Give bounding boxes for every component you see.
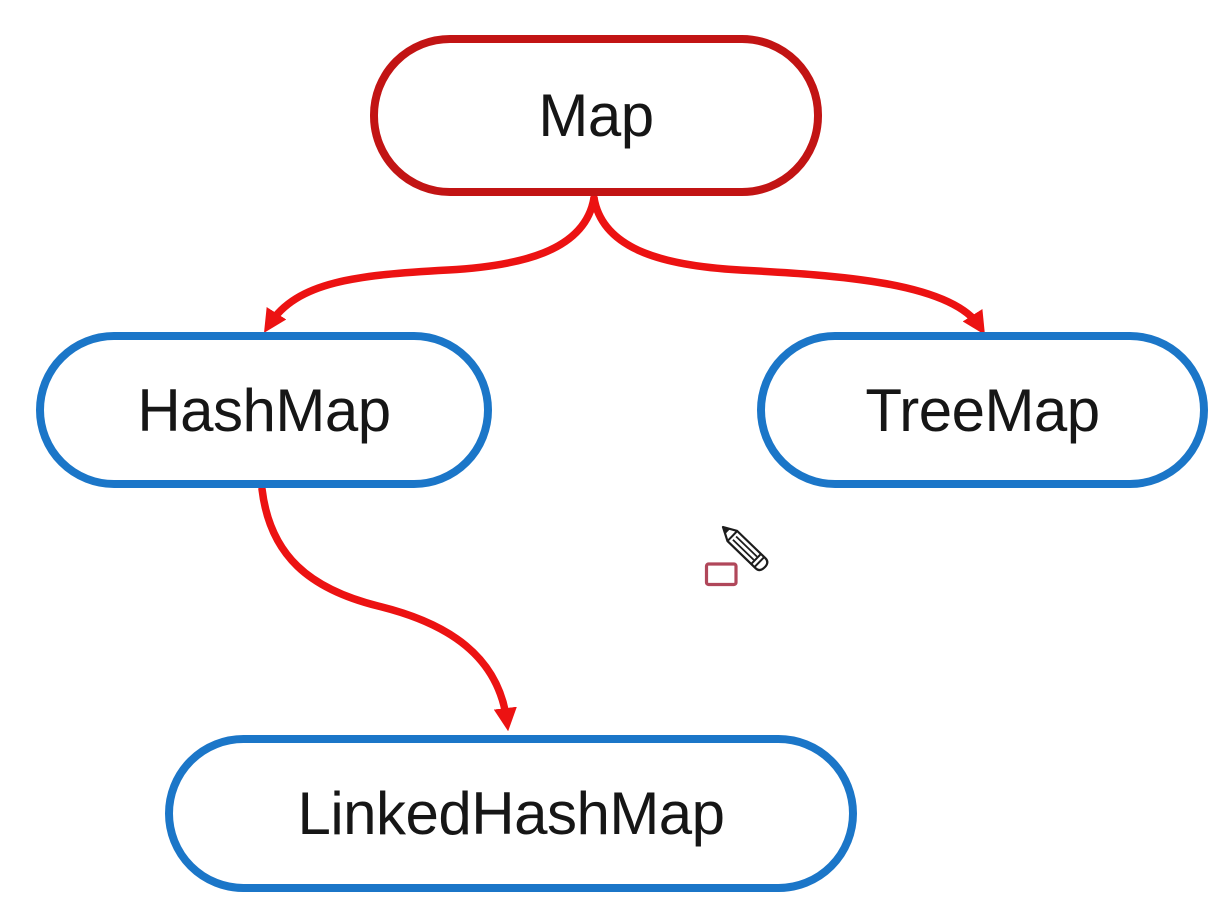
annotation-rectangle	[704, 562, 738, 587]
edge-hashmap-to-linkedhashmap	[258, 485, 517, 732]
node-hashmap: HashMap	[36, 332, 492, 488]
edge-map-to-hashmap	[263, 194, 598, 333]
edge-map-to-treemap	[590, 194, 985, 335]
node-map-label: Map	[538, 82, 654, 149]
node-linkedhashmap: LinkedHashMap	[165, 735, 857, 892]
node-map: Map	[370, 35, 822, 196]
node-linkedhashmap-label: LinkedHashMap	[297, 780, 725, 847]
node-treemap-label: TreeMap	[865, 376, 1100, 444]
node-hashmap-label: HashMap	[137, 376, 391, 444]
node-treemap: TreeMap	[757, 332, 1208, 488]
pencil-cursor-icon	[721, 525, 769, 572]
